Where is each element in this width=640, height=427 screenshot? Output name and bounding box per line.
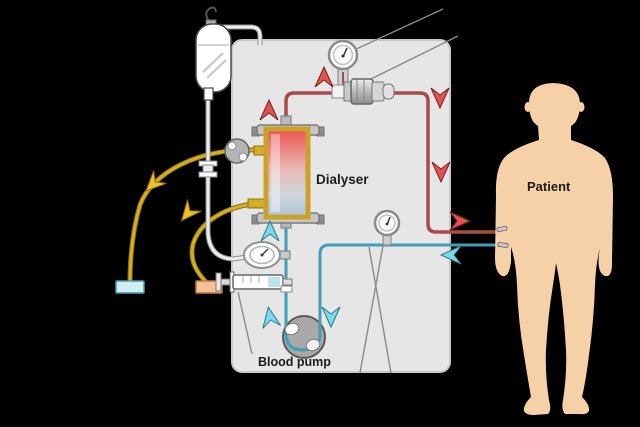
dialyser-label: Dialyser [316,172,369,187]
arterial-pressure-gauge [327,39,359,95]
blood-line-to-patient [284,91,502,234]
heparin-syringe [215,271,293,293]
pressure-sensor-pod [243,241,291,269]
dialysate-roller-pump [224,138,250,164]
blood-pump-label: Blood pump [258,355,331,369]
patient-label: Patient [527,179,571,194]
drip-line-clamp [198,160,218,178]
patient-figure [495,83,613,415]
bubble-trap [331,78,395,105]
dialyser-body [263,126,311,220]
dialysate-tubing [127,147,255,286]
blood-pump-rollers [284,322,321,352]
hanger-tube [212,24,263,45]
dialyser [247,115,325,229]
fistula-connectors [496,225,509,248]
label-leader-lines [237,8,459,374]
bag-hook [205,6,217,23]
venous-pressure-gauge [373,209,401,246]
drip-line [205,96,248,262]
iv-drip-bag [195,6,232,101]
dialysate-supply-cap [115,280,145,294]
